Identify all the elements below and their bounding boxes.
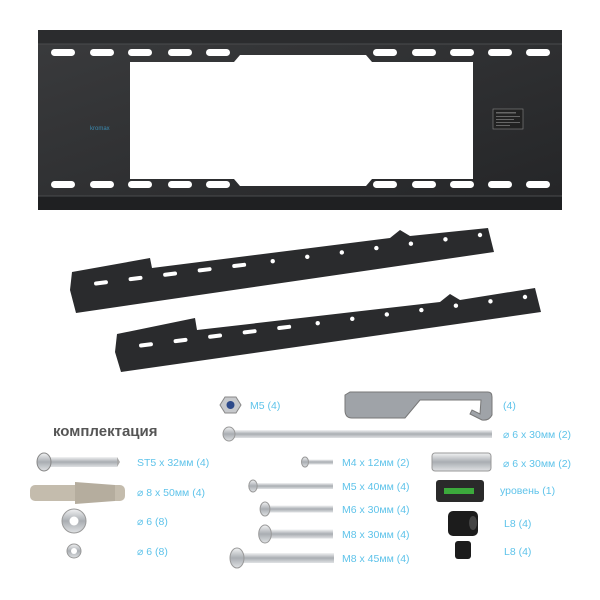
rail-slot [197,267,212,273]
rail-slot [139,342,153,348]
mounting-rails [70,228,541,372]
rail-hole [305,254,310,260]
wall-plate [38,30,562,210]
rail-hole [522,294,528,300]
m8-30-label: M8 x 30мм (4) [342,529,410,541]
washer-large-icon [61,508,87,534]
bubble-level-icon [436,480,484,502]
bolt-head [259,501,271,517]
washer-large-label: ⌀ 6 (8) [137,516,168,528]
m5-label: M5 x 40мм (4) [342,481,410,493]
plate-slot [450,49,474,56]
bolt-shank [265,505,333,513]
lock-nut-icon [219,396,242,414]
safety-hook-icon [344,391,493,421]
washer-small-icon [66,543,82,559]
plate-slot [51,49,75,56]
plate-slot [168,49,192,56]
plate-slot [128,181,152,188]
rail-hole [315,320,320,326]
plate-slot [450,181,474,188]
rail-hole [270,258,275,264]
rail-slot [94,280,108,286]
plate-slot [373,181,397,188]
rod-label: ⌀ 6 x 30мм (2) [503,429,572,441]
nut-label: M5 (4) [250,400,281,412]
bolt-shank [237,553,334,563]
rail-slot [128,275,143,282]
spacer-large-label: L8 (4) [504,518,532,530]
plate-slot [128,49,152,56]
spacer-large-icon [448,511,478,536]
brand-logo: kromax [90,126,110,132]
plate-slot [412,181,436,188]
bolt-shank [265,529,333,539]
rail-slot [163,271,178,277]
m4-label: M4 x 12мм (2) [342,457,410,469]
rail-hole [488,299,493,304]
plate-slot [526,49,550,56]
rail-hole [443,237,448,242]
rail-holes [94,232,528,348]
m8-45-label: M8 x 45мм (4) [342,553,410,565]
rail-hole [350,316,355,322]
wood-screw-icon [36,452,120,472]
rail-slot [242,329,257,335]
plate-slot [488,49,512,56]
rail-hole [374,245,379,251]
plate-slot [373,49,397,56]
hook-label: (4) [503,400,516,412]
kit-title: комплектация [53,423,158,440]
spacer-small-label: L8 (4) [504,546,532,558]
rail-hole [408,241,414,246]
level-label: уровень (1) [500,485,556,497]
rail-slot [232,262,247,269]
wall-anchor-icon [30,482,125,504]
bolt-head [248,479,258,493]
rail-slot [173,337,188,344]
m6-label: M6 x 30мм (4) [342,504,410,516]
tube-label: ⌀ 6 x 30мм (2) [503,458,572,470]
screw-label: ST5 x 32мм (4) [137,457,210,469]
plate-slot [168,181,192,188]
bolt-head [258,524,272,544]
rail-slot [277,324,292,331]
rail-hole [477,232,483,238]
bolt-shank [305,459,333,465]
rail-hole [339,250,345,255]
bolt-shank [253,483,333,489]
bolt-head [301,456,309,468]
spacer-small-icon [455,541,471,559]
plate-slot [526,181,550,188]
plate-slot [90,49,114,56]
rail-slot [208,333,223,339]
washer-small-label: ⌀ 6 (8) [137,546,168,558]
rail-hole [453,303,459,308]
anchor-label: ⌀ 8 x 50мм (4) [137,487,206,499]
spacer-tube-icon [431,452,492,472]
bolt-set [229,456,334,569]
bolt-head [229,547,245,569]
rail-hole [419,307,424,313]
plate-slot [206,49,230,56]
rail-hole [384,312,390,317]
plate-slot [51,181,75,188]
plate-slot [206,181,230,188]
plate-slot [412,49,436,56]
plate-slot [90,181,114,188]
plate-slot [488,181,512,188]
threaded-rod-icon [222,426,492,442]
